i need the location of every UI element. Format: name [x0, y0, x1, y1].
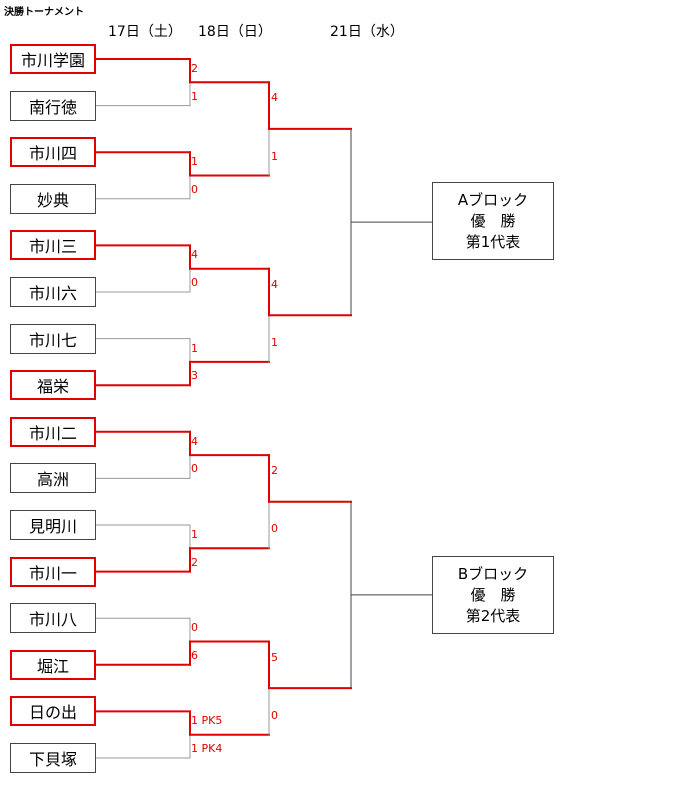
team-box: 市川八	[10, 603, 96, 634]
round1-score: 0	[191, 276, 198, 289]
round2-score: 0	[271, 522, 278, 536]
round1-score: 4	[191, 248, 198, 262]
round1-score: 1 PK5	[191, 714, 223, 728]
block-b-victory: 優 勝	[470, 585, 516, 604]
round1-score: 1	[191, 155, 198, 169]
round2-score: 4	[271, 277, 278, 291]
round1-score: 1	[191, 89, 198, 103]
round2-score: 2	[271, 464, 278, 478]
round2-score: 1	[271, 335, 278, 349]
round1-score: 0	[191, 182, 198, 196]
round2-score: 1	[271, 149, 278, 163]
round1-score: 3	[191, 369, 198, 383]
round1-score: 0	[191, 462, 198, 476]
date-round1: 17日（土）	[108, 24, 182, 40]
team-box: 市川三	[10, 230, 96, 261]
team-box: 堀江	[10, 649, 96, 680]
block-a-victory: 優 勝	[470, 211, 516, 230]
block-a-label: Aブロック	[457, 190, 529, 209]
round1-score: 1	[191, 341, 198, 355]
round1-score: 4	[191, 434, 198, 448]
team-box: 日の出	[10, 696, 96, 727]
round2-score: 5	[271, 650, 278, 664]
date-round2: 18日（日）	[198, 24, 272, 40]
page-title: 決勝トーナメント	[4, 7, 84, 18]
team-box: 市川六	[10, 277, 96, 307]
round1-score: 2	[191, 62, 198, 75]
team-box: 市川七	[10, 323, 96, 354]
date-round3: 21日（水）	[330, 24, 404, 40]
block-b-label: Bブロック	[457, 564, 529, 583]
block-a-winner-box: Aブロック 優 勝 第1代表	[432, 182, 554, 260]
team-box: 下貝塚	[10, 743, 96, 773]
team-box: 市川四	[10, 137, 96, 168]
round2-score: 4	[271, 91, 278, 105]
team-box: 市川一	[10, 556, 96, 587]
round1-score: 1 PK4	[191, 742, 223, 755]
round2-score: 0	[271, 708, 278, 722]
block-a-rep: 第1代表	[465, 232, 521, 251]
team-box: 市川二	[10, 416, 96, 447]
round1-score: 2	[191, 555, 198, 569]
team-box: 見明川	[10, 510, 96, 540]
team-box: 市川学園	[10, 44, 96, 74]
team-box: 南行徳	[10, 90, 96, 121]
team-box: 福栄	[10, 370, 96, 401]
round1-score: 1	[191, 528, 198, 541]
block-b-rep: 第2代表	[465, 606, 521, 625]
block-b-winner-box: Bブロック 優 勝 第2代表	[432, 556, 554, 634]
team-box: 高洲	[10, 463, 96, 494]
round1-score: 0	[191, 621, 198, 635]
team-box: 妙典	[10, 183, 96, 214]
round1-score: 6	[191, 648, 198, 662]
